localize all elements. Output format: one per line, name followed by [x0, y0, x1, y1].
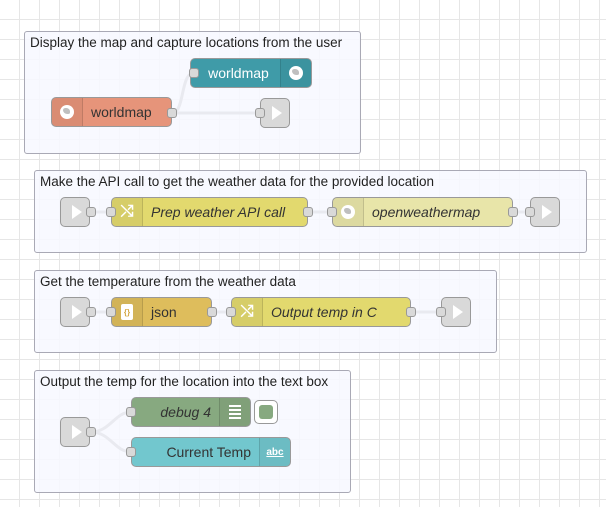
- link-out-node[interactable]: [441, 297, 471, 327]
- node-label: Current Temp: [166, 444, 251, 460]
- input-port[interactable]: [126, 407, 136, 417]
- json-node[interactable]: {} json: [111, 297, 212, 327]
- json-icon: {}: [112, 298, 143, 326]
- abc-icon: abc: [259, 438, 290, 466]
- output-port[interactable]: [86, 207, 96, 217]
- group-label: Display the map and capture locations fr…: [30, 35, 343, 50]
- node-label: openweathermap: [372, 204, 481, 220]
- list-icon: [219, 398, 250, 426]
- node-label: debug 4: [160, 404, 211, 420]
- input-port[interactable]: [525, 207, 535, 217]
- output-port[interactable]: [508, 207, 518, 217]
- output-port[interactable]: [303, 207, 313, 217]
- globe-icon: [280, 59, 311, 87]
- debug-toggle-button[interactable]: [254, 400, 278, 424]
- globe-icon: [333, 198, 364, 226]
- group-label: Output the temp for the location into th…: [40, 374, 329, 389]
- input-port[interactable]: [126, 447, 136, 457]
- current-temp-node[interactable]: Current Temp abc: [131, 437, 291, 467]
- link-in-node[interactable]: [60, 297, 90, 327]
- link-out-node[interactable]: [260, 98, 290, 128]
- link-out-node[interactable]: [530, 197, 560, 227]
- output-port[interactable]: [406, 307, 416, 317]
- output-port[interactable]: [86, 427, 96, 437]
- openweathermap-node[interactable]: openweathermap: [332, 197, 513, 227]
- output-port[interactable]: [207, 307, 217, 317]
- output-port[interactable]: [167, 108, 177, 118]
- output-temp-node[interactable]: ⤭ Output temp in C: [231, 297, 411, 327]
- link-in-node[interactable]: [60, 197, 90, 227]
- worldmap-input-node[interactable]: worldmap: [51, 97, 172, 127]
- debug-node[interactable]: debug 4: [131, 397, 251, 427]
- group-label: Make the API call to get the weather dat…: [40, 174, 434, 189]
- node-label: Output temp in C: [271, 304, 377, 320]
- node-label: Prep weather API call: [151, 204, 286, 220]
- node-label: worldmap: [208, 65, 269, 81]
- node-label: json: [151, 304, 177, 320]
- group-label: Get the temperature from the weather dat…: [40, 274, 296, 289]
- shuffle-icon: ⤭: [232, 298, 263, 326]
- input-port[interactable]: [189, 68, 199, 78]
- input-port[interactable]: [226, 307, 236, 317]
- input-port[interactable]: [255, 108, 265, 118]
- link-in-node[interactable]: [60, 417, 90, 447]
- node-label: worldmap: [91, 104, 152, 120]
- input-port[interactable]: [106, 307, 116, 317]
- globe-icon: [52, 98, 83, 126]
- group-map-capture[interactable]: Display the map and capture locations fr…: [24, 31, 361, 154]
- shuffle-icon: ⤭: [112, 198, 143, 226]
- group-output[interactable]: Output the temp for the location into th…: [34, 370, 351, 493]
- output-port[interactable]: [86, 307, 96, 317]
- input-port[interactable]: [436, 307, 446, 317]
- worldmap-output-node[interactable]: worldmap: [190, 58, 312, 88]
- input-port[interactable]: [106, 207, 116, 217]
- prep-weather-api-node[interactable]: ⤭ Prep weather API call: [111, 197, 308, 227]
- input-port[interactable]: [327, 207, 337, 217]
